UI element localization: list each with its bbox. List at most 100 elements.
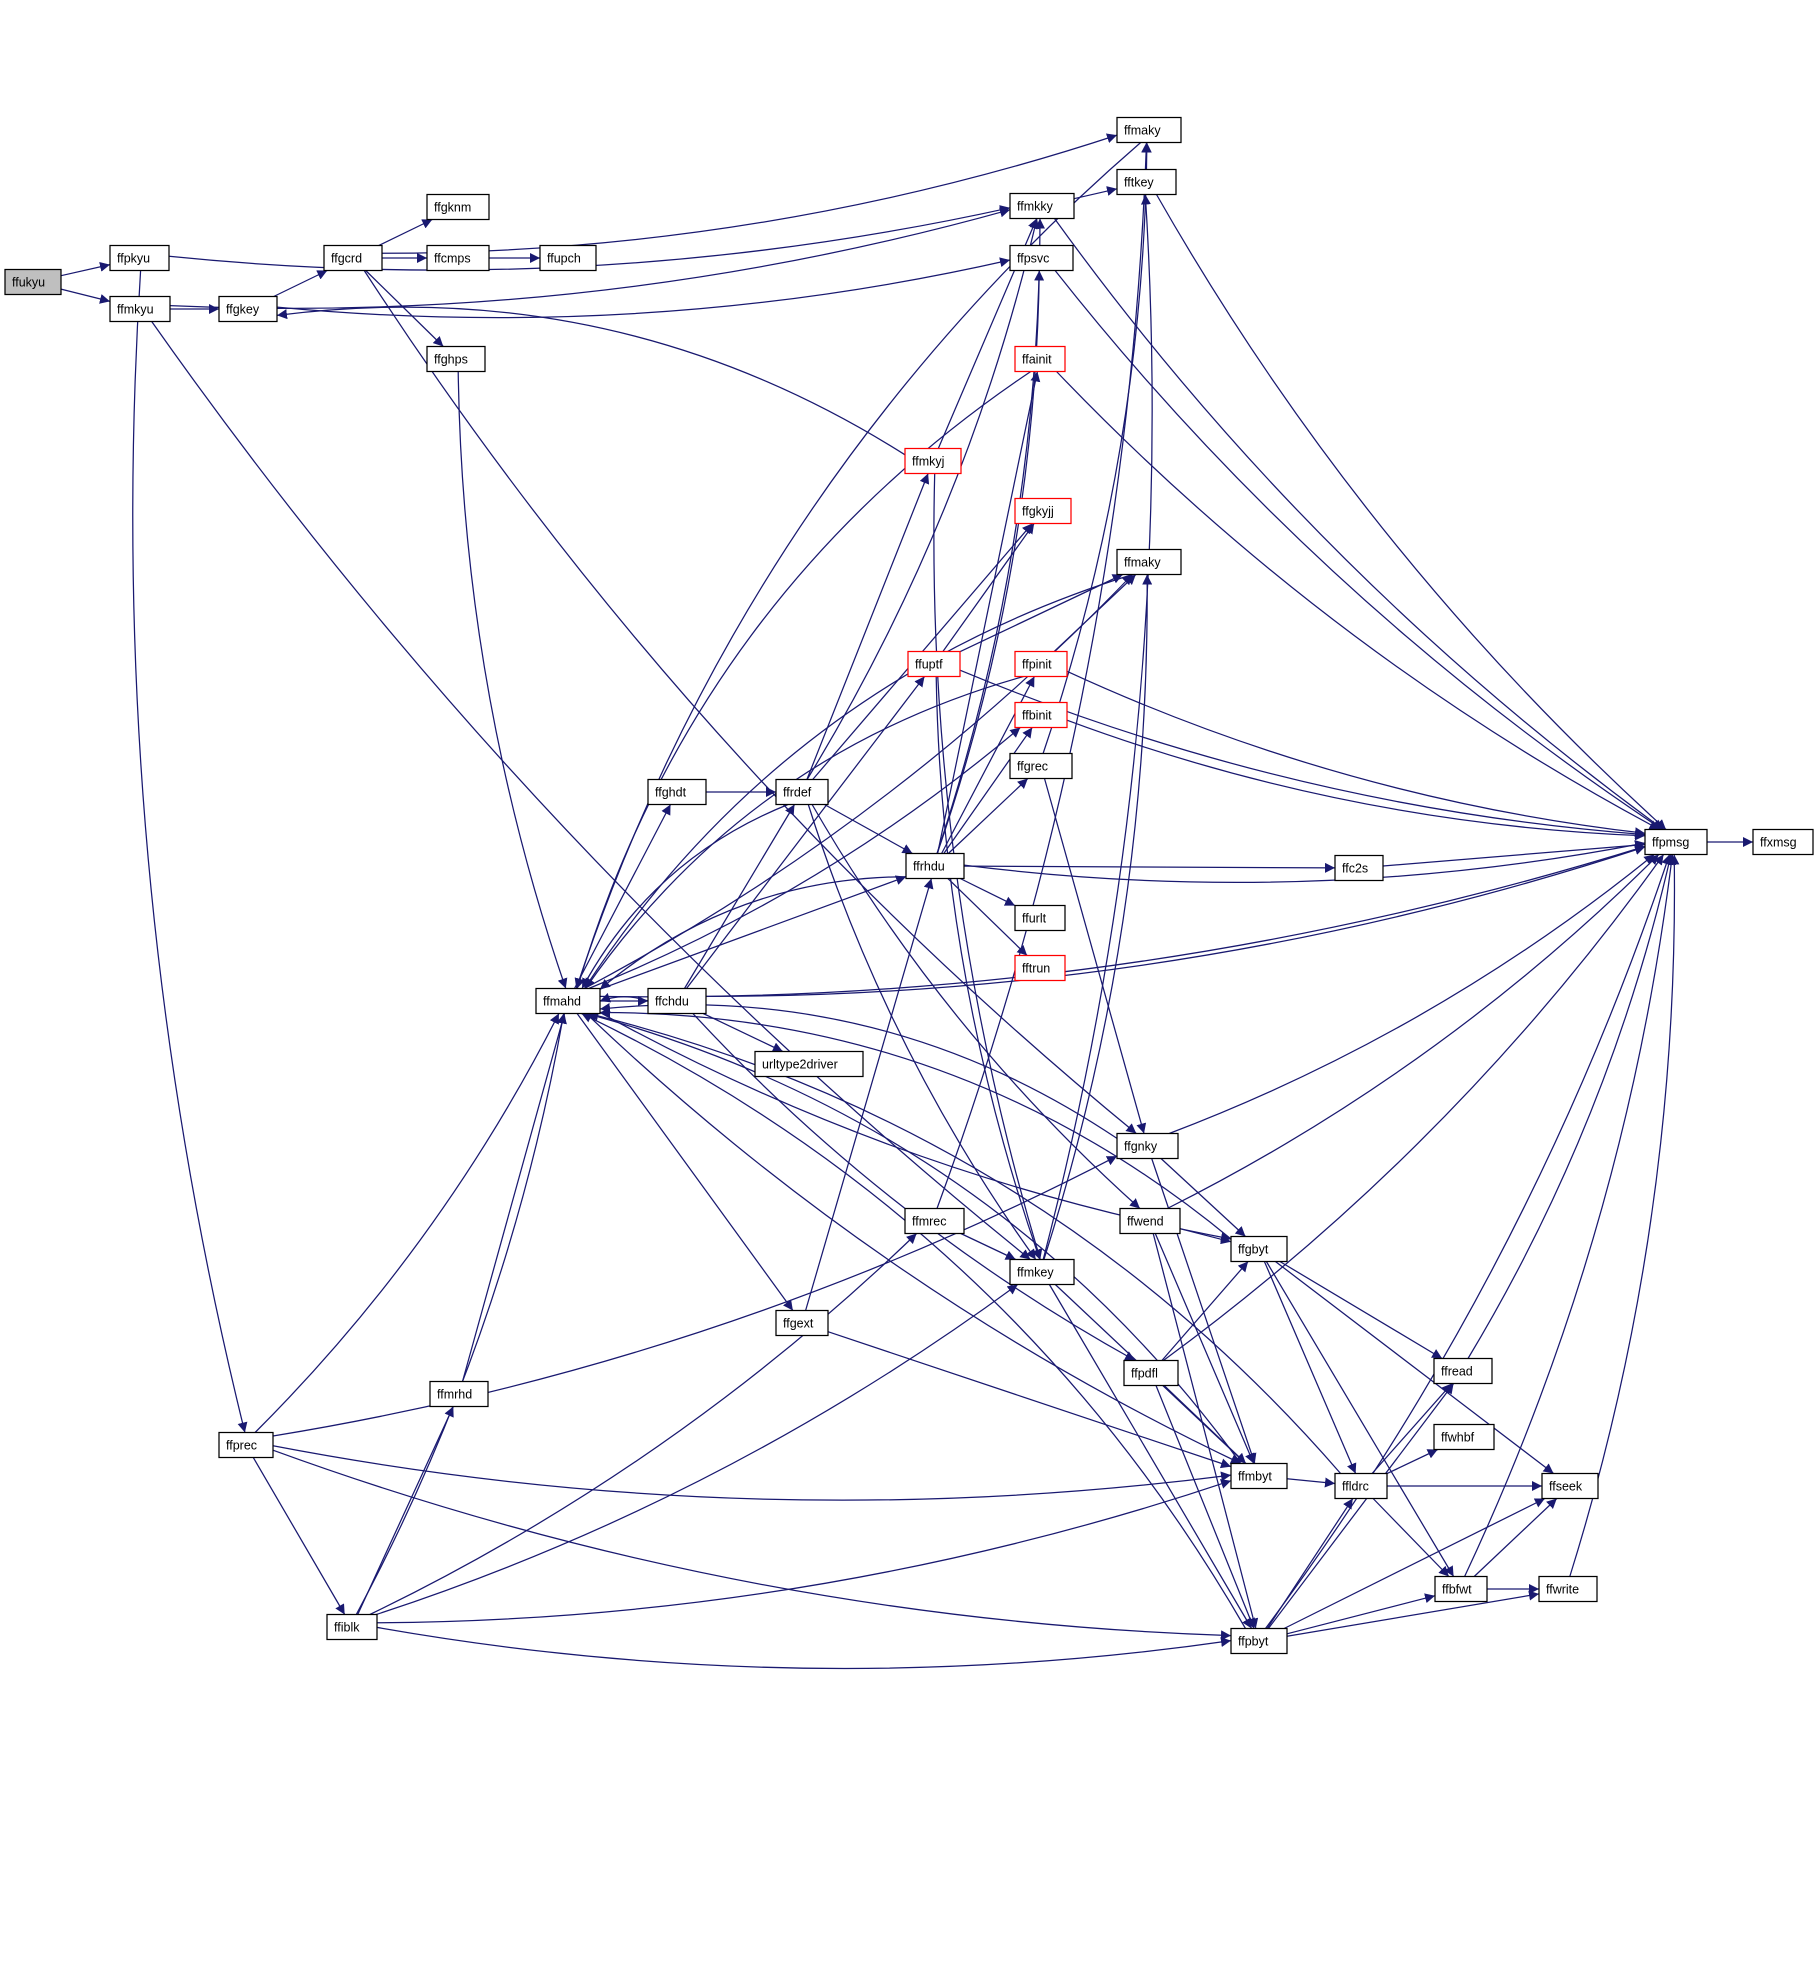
node-box-ffxmsg xyxy=(1752,828,1814,856)
node-label-ffmaky_mid: ffmaky xyxy=(1124,556,1161,570)
edge-ffmkyj-to-ffgkey xyxy=(276,306,906,456)
node-ffmaky_mid[interactable]: ffmaky xyxy=(1116,548,1182,576)
node-label-ffxmsg: ffxmsg xyxy=(1760,836,1797,850)
edge-ffldrc-to-ffread xyxy=(1371,1383,1453,1474)
edge-ffmahd-to-ffmbyt xyxy=(585,1013,1242,1465)
node-ffmrhd[interactable]: ffmrhd xyxy=(429,1380,489,1408)
edge-ffprec-to-ffpbyt xyxy=(272,1449,1232,1641)
node-ffldrc[interactable]: ffldrc xyxy=(1334,1472,1388,1500)
node-ffupch[interactable]: ffupch xyxy=(539,244,597,272)
node-ffpinit[interactable]: ffpinit xyxy=(1014,650,1068,678)
node-label-ffgnky: ffgnky xyxy=(1124,1140,1158,1154)
node-ffmkey[interactable]: ffmkey xyxy=(1009,1258,1075,1286)
node-ffurlt[interactable]: ffurlt xyxy=(1014,904,1066,932)
node-ffchdu[interactable]: ffchdu xyxy=(647,987,707,1015)
node-ffprec[interactable]: ffprec xyxy=(218,1431,274,1459)
node-ffgrec[interactable]: ffgrec xyxy=(1009,752,1073,780)
edge-ffgnky-to-ffmbyt xyxy=(1151,1158,1257,1464)
edge-ffwend-to-ffpbyt xyxy=(1152,1233,1259,1629)
node-ffuptf[interactable]: ffuptf xyxy=(907,650,961,678)
node-ffbfwt[interactable]: ffbfwt xyxy=(1434,1575,1488,1603)
node-label-ffupch: ffupch xyxy=(547,252,581,266)
edge-ffrhdu-to-ffurlt xyxy=(959,877,1016,907)
node-ffainit[interactable]: ffainit xyxy=(1014,345,1066,373)
edge-ffuptf-to-ffmkey xyxy=(935,676,1042,1260)
edge-ffbfwt-to-ffseek xyxy=(1473,1498,1558,1577)
node-ffmbyt[interactable]: ffmbyt xyxy=(1230,1462,1288,1490)
node-ffghdt[interactable]: ffghdt xyxy=(647,778,707,806)
edge-ffmrhd-to-ffmahd xyxy=(461,1013,567,1382)
node-label-ffiblk: ffiblk xyxy=(334,1621,360,1635)
edge-ffgkey-to-ffgcrd xyxy=(273,269,328,298)
edge-ffmrec-to-ffmkey xyxy=(960,1232,1016,1261)
edge-ffprec-to-ffmbyt xyxy=(272,1445,1232,1501)
node-label-ffmahd: ffmahd xyxy=(543,995,581,1009)
node-ffwend[interactable]: ffwend xyxy=(1119,1207,1181,1235)
edge-ffmahd-to-ffrhdu xyxy=(599,875,907,990)
node-ffrhdu[interactable]: ffrhdu xyxy=(905,852,965,880)
node-box-ffbinit xyxy=(1014,701,1068,729)
edge-ffpbyt-to-ffmahd xyxy=(581,1012,1247,1629)
node-ffgkyjj[interactable]: ffgkyjj xyxy=(1014,497,1072,525)
node-label-fftkey: fftkey xyxy=(1124,176,1154,190)
edge-ffrhdu-to-ffainit xyxy=(936,371,1041,854)
node-label-ffurlt: ffurlt xyxy=(1022,912,1047,926)
node-box-ffuptf xyxy=(907,650,961,678)
node-ffpmsg[interactable]: ffpmsg xyxy=(1644,828,1708,856)
node-ffcmps[interactable]: ffcmps xyxy=(426,244,490,272)
node-ffmkyj[interactable]: ffmkyj xyxy=(904,447,962,475)
node-label-ffrdef: ffrdef xyxy=(783,786,812,800)
node-ffseek[interactable]: ffseek xyxy=(1541,1472,1599,1500)
node-box-ffpkyu xyxy=(109,244,170,272)
node-fftrun[interactable]: fftrun xyxy=(1014,954,1066,982)
node-ffmahd[interactable]: ffmahd xyxy=(535,987,601,1015)
node-ffmkky[interactable]: ffmkky xyxy=(1009,192,1075,220)
node-label-ffpinit: ffpinit xyxy=(1022,658,1052,672)
node-ffpbyt[interactable]: ffpbyt xyxy=(1230,1627,1288,1655)
node-ffrdef[interactable]: ffrdef xyxy=(775,778,829,806)
edge-ffrhdu-to-ffpmsg xyxy=(963,839,1646,884)
node-ffgkey[interactable]: ffgkey xyxy=(218,295,278,323)
node-ffpsvc[interactable]: ffpsvc xyxy=(1009,244,1074,272)
node-box-ffc2s xyxy=(1334,854,1384,882)
node-ffgknm[interactable]: ffgknm xyxy=(426,193,490,221)
node-ffpkyu[interactable]: ffpkyu xyxy=(109,244,170,272)
node-ffmrec[interactable]: ffmrec xyxy=(904,1207,965,1235)
node-ffxmsg[interactable]: ffxmsg xyxy=(1752,828,1814,856)
node-ffbinit[interactable]: ffbinit xyxy=(1014,701,1068,729)
node-box-fftrun xyxy=(1014,954,1066,982)
node-label-ffcmps: ffcmps xyxy=(434,252,471,266)
node-ffmaky_top[interactable]: ffmaky xyxy=(1116,116,1182,144)
node-label-ffgkey: ffgkey xyxy=(226,303,260,317)
node-ffgcrd[interactable]: ffgcrd xyxy=(323,244,383,272)
node-box-ffmkyj xyxy=(904,447,962,475)
node-ffread[interactable]: ffread xyxy=(1433,1357,1493,1385)
node-box-ffrhdu xyxy=(905,852,965,880)
edge-ffgnky-to-ffpmsg xyxy=(1168,854,1655,1135)
node-label-ffmkyj: ffmkyj xyxy=(912,455,944,469)
node-ffgbyt[interactable]: ffgbyt xyxy=(1230,1235,1288,1263)
node-fftkey[interactable]: fftkey xyxy=(1116,168,1177,196)
node-ffwrite[interactable]: ffwrite xyxy=(1538,1575,1598,1603)
edge-ffgbyt-to-ffread xyxy=(1279,1260,1443,1360)
node-ffgext[interactable]: ffgext xyxy=(775,1309,829,1337)
node-ffpdfl[interactable]: ffpdfl xyxy=(1123,1359,1179,1387)
node-ffiblk[interactable]: ffiblk xyxy=(326,1613,378,1641)
edge-ffgkey-to-ffpsvc xyxy=(276,257,1011,319)
node-ffghps[interactable]: ffghps xyxy=(426,345,486,373)
edge-ffmkey-to-fftkey xyxy=(1042,194,1153,1260)
edge-ffrhdu-to-ffbinit xyxy=(943,727,1033,854)
edge-ffgext-to-ffrhdu xyxy=(804,878,934,1311)
edge-ffpbyt-to-ffseek xyxy=(1283,1497,1546,1630)
edge-ffgcrd-to-ffmaky_top xyxy=(381,133,1118,254)
node-ffmkyu[interactable]: ffmkyu xyxy=(109,295,171,323)
edge-ffpbyt-to-ffread xyxy=(1267,1383,1455,1629)
node-ffc2s[interactable]: ffc2s xyxy=(1334,854,1384,882)
node-urltype2driver[interactable]: urltype2driver xyxy=(754,1050,864,1078)
node-ffgnky[interactable]: ffgnky xyxy=(1116,1132,1179,1160)
node-ffukyu[interactable]: ffukyu xyxy=(4,268,62,296)
node-label-ffmkyu: ffmkyu xyxy=(117,303,154,317)
edge-ffpbyt-to-ffwrite xyxy=(1286,1590,1540,1637)
edge-ffrhdu-to-ffpinit xyxy=(941,676,1035,854)
node-ffwhbf[interactable]: ffwhbf xyxy=(1433,1423,1495,1451)
